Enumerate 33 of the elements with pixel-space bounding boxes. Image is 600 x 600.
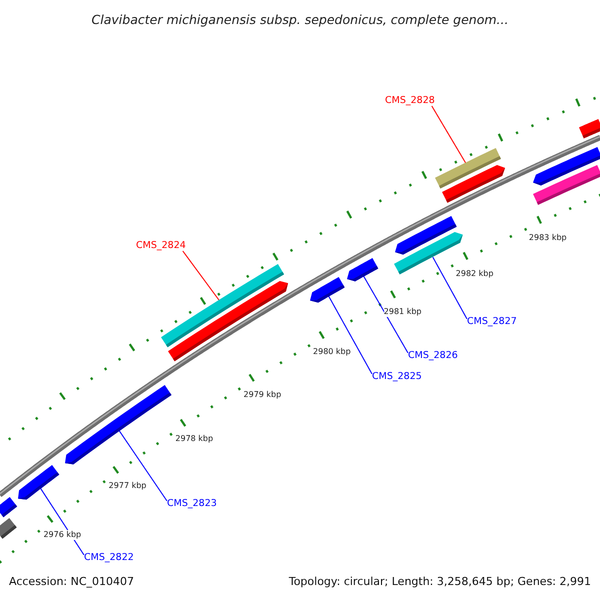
gene-label: CMS_2826 xyxy=(408,350,458,361)
gene-feature xyxy=(0,497,18,518)
gene-label: CMS_2823 xyxy=(167,498,217,509)
leader-line xyxy=(118,430,168,502)
gene-feature xyxy=(0,518,17,539)
leader-line xyxy=(40,488,84,556)
leader-line xyxy=(182,250,220,301)
gene-label: CMS_2828 xyxy=(385,95,435,106)
gene-label: CMS_2824 xyxy=(136,240,186,251)
footer-text: Topology: circular; Length: 3,258,645 bp; Genes: 2,991 xyxy=(288,575,591,588)
scale-label: 2978 kbp xyxy=(175,434,214,444)
gene-feature xyxy=(310,276,344,302)
gene-feature xyxy=(346,258,378,282)
gene-feature xyxy=(533,164,600,205)
leader-line xyxy=(432,256,468,320)
gene-feature xyxy=(64,384,171,464)
scale-label: 2979 kbp xyxy=(244,390,282,400)
gene-feature xyxy=(168,280,288,361)
scale-label: 2977 kbp xyxy=(108,481,146,492)
gene-feature xyxy=(442,164,506,202)
leader-line xyxy=(328,296,372,374)
gene-feature xyxy=(18,464,60,500)
gene-label: CMS_2827 xyxy=(467,316,517,327)
gene-feature xyxy=(579,118,600,138)
gene-label: CMS_2822 xyxy=(84,552,134,563)
scale-label: 2983 kbp xyxy=(528,232,567,243)
scale-label: 2976 kbp xyxy=(43,530,82,540)
scale-label: 2980 kbp xyxy=(313,347,351,358)
gene-label: CMS_2825 xyxy=(372,371,422,382)
leader-line xyxy=(363,276,408,354)
scale-label: 2981 kbp xyxy=(384,306,422,317)
map-title: Clavibacter michiganensis subsp. sepedonicus, complete genom... xyxy=(92,12,508,27)
footer-text: Accession: NC_010407 xyxy=(9,575,134,588)
